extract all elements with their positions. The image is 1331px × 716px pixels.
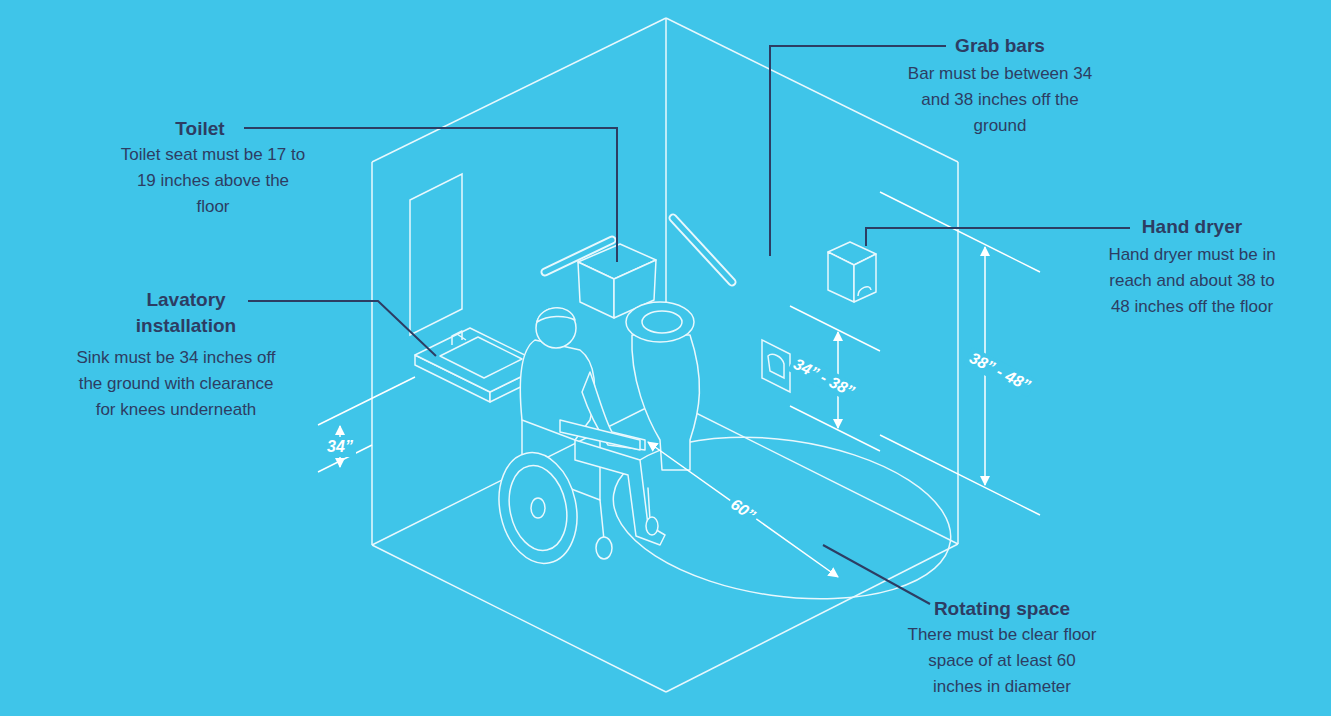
hair	[537, 308, 575, 322]
toilet-tank-side	[578, 262, 614, 318]
room-edge	[666, 544, 958, 692]
extension-line	[880, 192, 1040, 272]
grab-bar-inner	[673, 218, 732, 282]
paper-dispenser	[762, 340, 790, 392]
extension-line	[318, 377, 415, 425]
dispenser-plate	[762, 340, 790, 392]
room-outline	[372, 18, 958, 692]
hand-dryer	[828, 242, 876, 302]
chair-frame	[600, 488, 650, 540]
dryer-nozzle	[858, 287, 871, 296]
grab-bar	[673, 218, 732, 282]
extension-line	[790, 306, 880, 351]
rear-wheel	[489, 445, 587, 570]
legs	[575, 440, 665, 545]
callout-heading: Rotating space	[917, 596, 1087, 622]
callout-heading: Hand dryer	[1122, 214, 1262, 240]
leader-lines	[244, 46, 1130, 604]
turning-circle	[603, 417, 961, 619]
dispenser-roll	[768, 354, 784, 378]
room-edge	[666, 18, 958, 162]
room-edge	[372, 18, 666, 162]
extension-line	[790, 406, 880, 451]
room-edge	[957, 162, 959, 544]
caster-wheel	[646, 517, 658, 535]
diameter-arrow	[648, 442, 838, 577]
leader-line	[866, 228, 1130, 246]
callout-heading: Toilet	[130, 116, 270, 142]
callout-text: Sink must be 34 inches off the ground wi…	[76, 345, 276, 423]
dimension-label: 38” - 48”	[963, 347, 1036, 397]
callout-text: Bar must be between 34 and 38 inches off…	[908, 61, 1093, 139]
wheelchair-user	[489, 308, 665, 571]
dryer-front	[854, 254, 876, 302]
dimension-label: 60”	[724, 493, 762, 528]
room-edge	[666, 398, 958, 544]
rear-wheel-rim	[502, 460, 575, 556]
armrest	[560, 420, 640, 450]
room-edge	[371, 162, 373, 545]
dimension-lines	[318, 192, 1040, 577]
callout-text: Toilet seat must be 17 to 19 inches abov…	[121, 142, 306, 220]
callout-heading: Grab bars	[930, 33, 1070, 59]
toilet-bowl	[642, 311, 682, 333]
mirror	[410, 174, 462, 335]
leader-line	[823, 545, 930, 604]
callout-heading: Lavatory installation	[121, 287, 251, 339]
faucet	[452, 331, 466, 345]
dimension-label: 34”	[324, 437, 356, 457]
head	[536, 308, 576, 348]
dimension-label: 34” - 38”	[787, 353, 860, 403]
callout-text: There must be clear floor space of at le…	[905, 622, 1100, 700]
dryer-side	[828, 252, 854, 302]
toilet-seat	[626, 302, 694, 342]
room-edge	[372, 545, 666, 692]
extension-line	[880, 435, 1040, 515]
caster-wheel	[596, 537, 612, 559]
callout-text: Hand dryer must be in reach and about 38…	[1102, 242, 1282, 320]
wheel-hub	[531, 498, 545, 518]
leader-line	[248, 301, 436, 356]
